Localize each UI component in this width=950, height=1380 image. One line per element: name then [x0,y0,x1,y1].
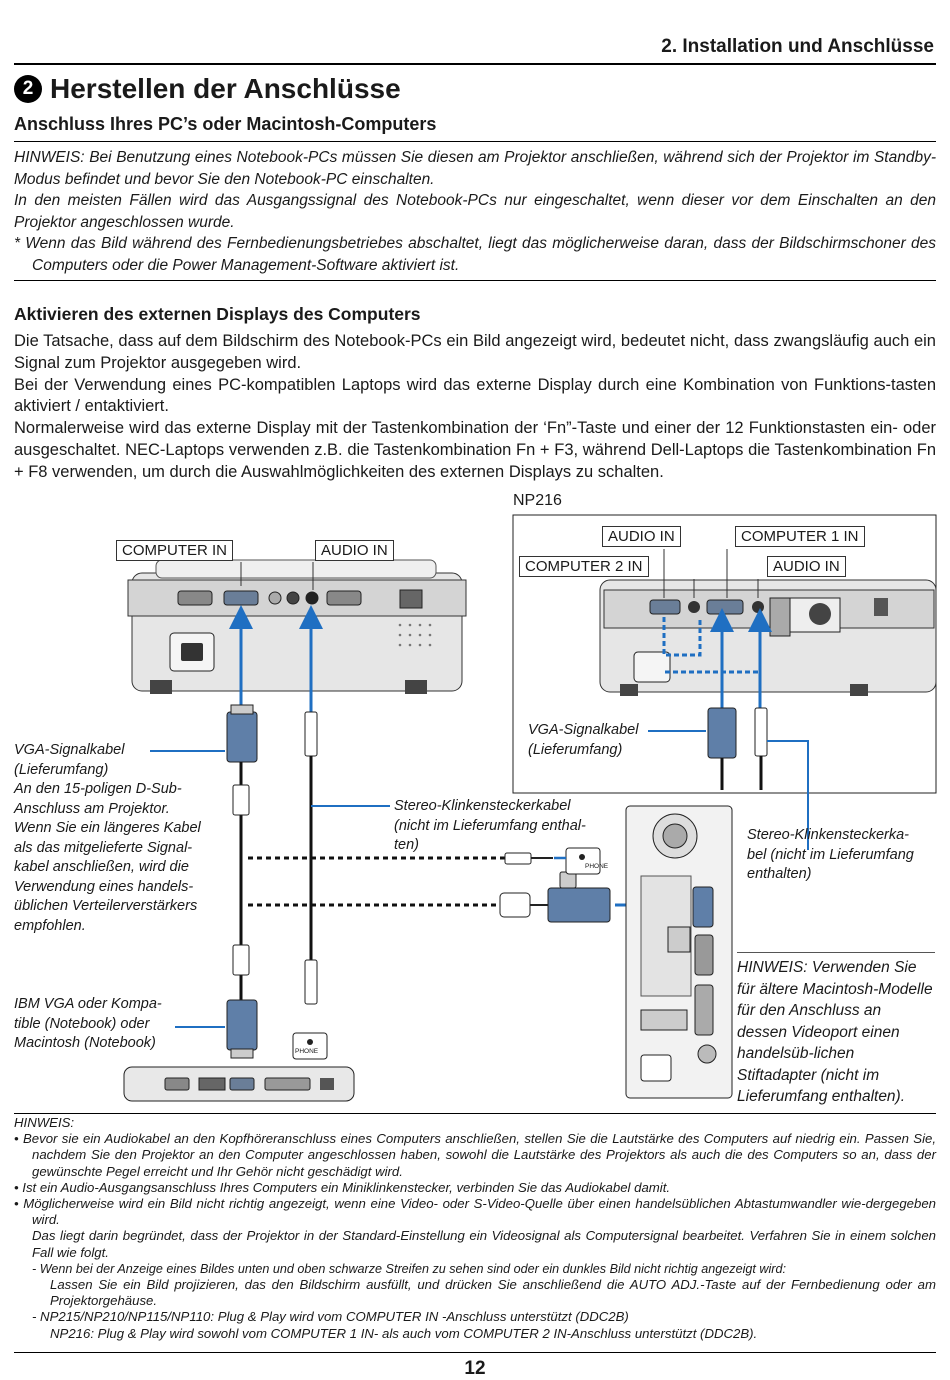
page-number: 12 [464,1358,486,1379]
caption-line: Macintosh (Notebook) [14,1035,156,1051]
np216-vga-scope: (Lieferumfang) [528,741,623,758]
caption-line: kabel anschließen, wird die [14,859,189,875]
vga-caption: VGA-Signalkabel (Lieferumfang) An den 15… [14,741,229,936]
pc-tower [625,805,733,1099]
caption-line: empfohlen. [14,917,86,934]
caption-line: üblichen Verteilerverstärkers [14,898,198,914]
caption-line: ten) [394,837,419,853]
page-title: 2 Herstellen der Anschlüsse [14,73,401,105]
stereo-caption: Stereo-Klinkensteckerkabel (nicht im Lie… [394,797,586,856]
note-bullet: • Möglicherweise wird ein Bild nicht ric… [14,1196,936,1228]
caption-line: An den 15-poligen D-Sub- [14,781,182,797]
note-paragraph-1: HINWEIS: Bei Benutzung eines Notebook-PC… [14,149,936,188]
section-title: 2. Installation und Anschlüsse [661,36,934,57]
note-dash-item: - Wenn bei der Anzeige eines Bildes unte… [32,1261,786,1276]
footer-rule [14,1352,936,1353]
notebook [123,1066,355,1102]
caption-line: tible (Notebook) oder [14,1015,150,1032]
caption-line: enthalten) [747,866,812,882]
note-paragraph-2: In den meisten Fällen wird das Ausgangss… [14,192,936,231]
note-dash-item: - NP215/NP210/NP115/NP110: Plug & Play w… [32,1309,629,1325]
body-paragraph-2: Bei der Verwendung eines PC-kompatiblen … [14,375,936,416]
np216-audio-in-right: AUDIO IN [767,556,846,577]
ibm-caption: IBM VGA oder Kompa- tible (Notebook) ode… [14,995,162,1054]
page-subtitle: Anschluss Ihres PC’s oder Macintosh-Comp… [14,114,437,134]
section-body: Die Tatsache, dass auf dem Bildschirm de… [14,331,936,484]
note-top: HINWEIS: Bei Benutzung eines Notebook-PC… [14,141,936,281]
step-number-badge: 2 [14,75,42,103]
section-heading: Aktivieren des externen Displays des Com… [14,304,421,324]
caption-line: Stereo-Klinkensteckerkabel [394,798,571,814]
note-paragraph-3: * Wenn das Bild während des Fernbedienun… [14,235,936,274]
phone-label-right: PHONE [585,863,609,870]
note-continuation: Das liegt darin begründet, dass der Proj… [32,1228,936,1260]
body-paragraph-3: Normalerweise wird das externe Display m… [14,419,936,481]
caption-line: bel (nicht im Lieferumfang [747,846,914,863]
caption-line: als das mitgelieferte Signal- [14,839,193,856]
np216-computer1-in: COMPUTER 1 IN [735,526,865,547]
bottom-notes: HINWEIS: • Bevor sie ein Audiokabel an d… [14,1113,936,1342]
page-title-text: Herstellen der Anschlüsse [50,73,401,104]
header-rule [14,63,936,65]
caption-line: IBM VGA oder Kompa- [14,996,162,1012]
np216-model-label: NP216 [513,492,562,509]
note-bullet: • Ist ein Audio-Ausgangsanschluss Ihres … [14,1179,671,1195]
phone-label-left: PHONE [295,1048,319,1055]
note-continuation: NP216: Plug & Play wird sowohl vom COMPU… [50,1325,758,1341]
projector-left [127,559,467,694]
caption-line: Wenn Sie ein längeres Kabel [14,820,201,836]
caption-line: Anschluss am Projektor. [14,800,170,817]
label-audio-in: AUDIO IN [315,540,394,561]
note-continuation: Lassen Sie ein Bild projizieren, das den… [50,1277,936,1309]
caption-line: Stereo-Klinkensteckerka- [747,827,909,843]
np216-vga-cable: VGA-Signalkabel [528,722,639,738]
np216-audio-in-top: AUDIO IN [602,526,681,547]
np216-computer2-in: COMPUTER 2 IN [519,556,649,577]
note-bullet: • Bevor sie ein Audiokabel an den Kopfhö… [14,1131,936,1179]
hinweis-right: HINWEIS: Verwenden Sie für ältere Macint… [737,952,935,1108]
caption-line: Verwendung eines handels- [14,878,194,895]
body-paragraph-1: Die Tatsache, dass auf dem Bildschirm de… [14,332,936,372]
label-computer-in: COMPUTER IN [116,540,233,561]
np216-vga-caption: VGA-Signalkabel (Lieferumfang) [528,721,638,760]
caption-line: (nicht im Lieferumfang enthal- [394,817,586,834]
projector-np216 [599,579,937,696]
caption-line: (Lieferumfang) [14,761,109,778]
vga-cable-left [226,704,258,1059]
notes-title: HINWEIS: [14,1115,75,1130]
stereo-caption-right: Stereo-Klinkensteckerka- bel (nicht im L… [747,826,914,885]
caption-line: VGA-Signalkabel [14,742,125,758]
